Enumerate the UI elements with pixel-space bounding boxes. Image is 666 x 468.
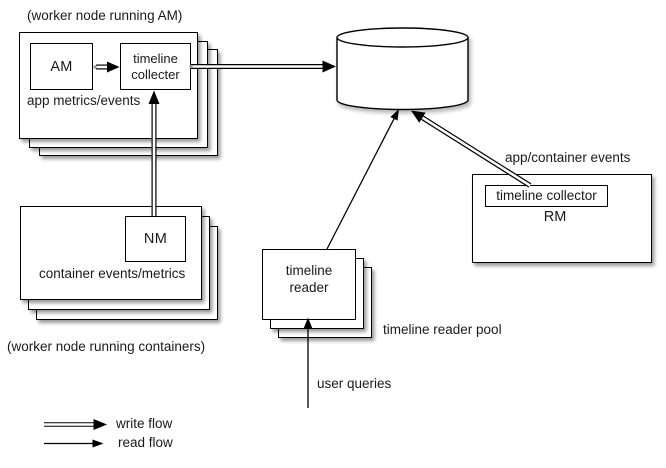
legend-write-label: write flow <box>116 416 173 431</box>
nm-box: NM <box>125 216 186 262</box>
rm-label: RM <box>543 209 567 225</box>
rm-timeline-collector-box: timeline collector <box>485 185 608 207</box>
timeline-reader-pool-note: timeline reader pool <box>383 322 502 337</box>
timeline-collecter-label: timeline collecter <box>131 50 180 82</box>
am-box-label: AM <box>50 58 73 75</box>
nm-box-label: NM <box>143 231 168 247</box>
reader-stack-front <box>262 249 356 320</box>
worker-am-caption: (worker node running AM) <box>27 8 183 23</box>
legend-write-arrow <box>44 419 107 430</box>
timeline-reader-label: timeline reader <box>285 263 333 295</box>
rm-timeline-collector-label: timeline collector <box>496 188 597 203</box>
legend-read-label: read flow <box>118 435 173 450</box>
legend-read-arrow <box>44 439 104 448</box>
worker-containers-caption: (worker node running containers) <box>7 339 206 354</box>
am-box: AM <box>30 43 93 90</box>
timeline-collecter-box: timeline collecter <box>120 43 191 90</box>
app-container-events-note: app/container events <box>505 150 631 165</box>
read-arrow-reader-to-storage <box>326 109 399 250</box>
user-queries-note: user queries <box>317 376 392 391</box>
app-metrics-note: app metrics/events <box>27 93 141 108</box>
container-metrics-note: container events/metrics <box>39 266 186 281</box>
storage-label: Storage <box>377 63 428 79</box>
